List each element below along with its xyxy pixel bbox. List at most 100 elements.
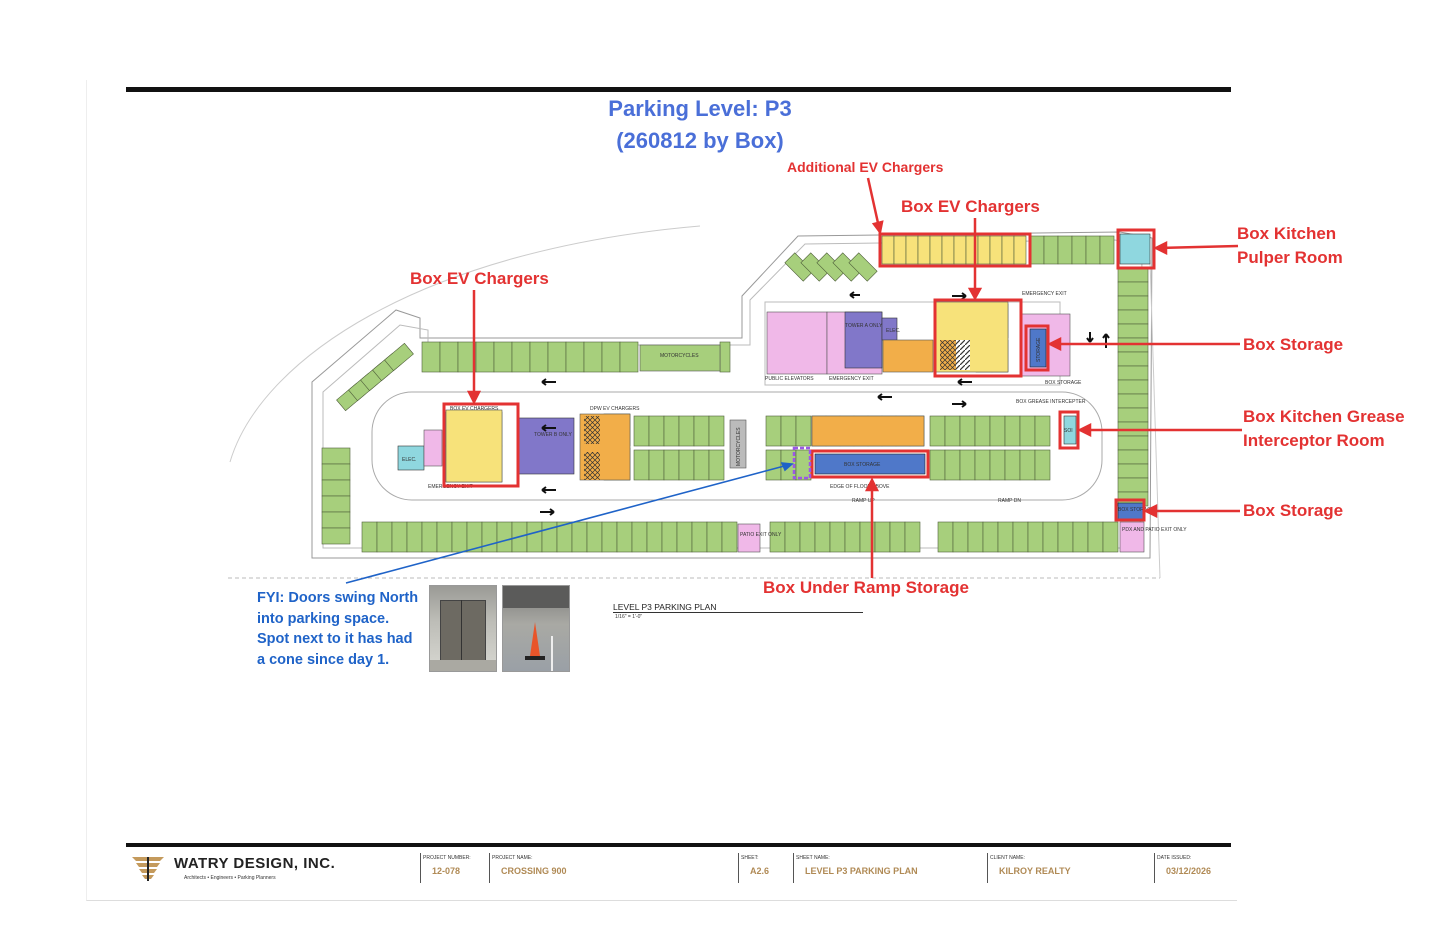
parking-stall xyxy=(601,341,621,373)
parking-stall xyxy=(1057,521,1074,553)
parking-stall xyxy=(937,521,954,553)
label-elec-2: ELEC. xyxy=(402,457,416,463)
client-label: CLIENT NAME: xyxy=(990,855,1025,861)
parking-stall xyxy=(663,449,680,481)
parking-stall xyxy=(646,521,663,553)
label-ramp-dn: RAMP DN xyxy=(998,498,1021,504)
traffic-arrows xyxy=(540,291,1110,516)
date-label: DATE ISSUED: xyxy=(1157,855,1192,861)
page-subtitle: (260812 by Box) xyxy=(616,128,784,153)
parking-stall xyxy=(1034,415,1051,447)
parking-stall xyxy=(784,521,801,553)
parking-stall xyxy=(1034,449,1051,481)
project-name-label: PROJECT NAME: xyxy=(492,855,533,861)
annotation-under-ramp-storage: Box Under Ramp Storage xyxy=(763,578,969,597)
parking-stall xyxy=(944,449,961,481)
parking-stall xyxy=(1117,267,1149,283)
plan-title: LEVEL P3 PARKING PLAN xyxy=(613,602,717,612)
parking-stall xyxy=(941,235,955,265)
parking-stall xyxy=(1087,521,1104,553)
parking-stall xyxy=(321,527,351,545)
tb-divider xyxy=(793,853,794,883)
parking-stall xyxy=(881,235,895,265)
parking-stall xyxy=(967,521,984,553)
parking-stall xyxy=(944,415,961,447)
parking-stall xyxy=(1117,365,1149,381)
annotation-box-ev-chargers-top: Box EV Chargers xyxy=(901,197,1040,216)
tb-divider xyxy=(489,853,490,883)
sheet-number: A2.6 xyxy=(750,866,770,876)
door-location-marker xyxy=(792,446,812,480)
sheet-label: SHEET: xyxy=(741,855,759,861)
callout-arrows xyxy=(466,177,1242,578)
parking-stall xyxy=(493,341,513,373)
parking-stall xyxy=(663,415,680,447)
parking-stall xyxy=(1117,351,1149,367)
parking-stall xyxy=(421,521,438,553)
parking-stall xyxy=(1117,407,1149,423)
parking-stall xyxy=(601,521,618,553)
parking-stall xyxy=(511,341,531,373)
parking-stall xyxy=(321,479,351,497)
parking-stall xyxy=(321,447,351,465)
annotation-box-storage-1: Box Storage xyxy=(1243,335,1344,354)
parking-stall xyxy=(583,341,603,373)
parking-stall xyxy=(1099,235,1115,265)
date-issued: 03/12/2026 xyxy=(1166,866,1212,876)
label-pdx-patio: PDX AND PATIO EXIT ONLY xyxy=(1122,527,1187,533)
parking-stall xyxy=(708,415,725,447)
parking-stall xyxy=(1019,415,1036,447)
project-number-label: PROJECT NUMBER: xyxy=(423,855,471,861)
parking-stall xyxy=(989,449,1006,481)
parking-stall xyxy=(814,521,831,553)
parking-stall xyxy=(974,449,991,481)
project-number: 12-078 xyxy=(432,866,461,876)
parking-stall xyxy=(529,341,549,373)
parking-stall xyxy=(917,235,931,265)
plan-scale: 1/16" = 1'-0" xyxy=(615,614,643,620)
parking-stall xyxy=(848,252,878,282)
parking-stall xyxy=(648,449,665,481)
parking-stall xyxy=(631,521,648,553)
parking-stall xyxy=(1117,295,1149,311)
label-soi: SOI xyxy=(1064,428,1073,434)
parking-stall xyxy=(719,341,731,373)
parking-stall xyxy=(586,521,603,553)
annotation-grease-line2: Interceptor Room xyxy=(1243,431,1385,450)
parking-stall xyxy=(376,521,393,553)
plan-title-rule xyxy=(613,612,863,613)
page-title: Parking Level: P3 xyxy=(608,96,792,121)
annotation-box-ev-chargers-left: Box EV Chargers xyxy=(410,269,549,288)
parking-stall xyxy=(1019,449,1036,481)
parking-stall xyxy=(721,521,738,553)
company-subtitle: Architects • Engineers • Parking Planner… xyxy=(184,875,276,881)
parking-stall xyxy=(633,415,650,447)
parking-stall xyxy=(526,521,543,553)
annotation-box-storage-2: Box Storage xyxy=(1243,501,1344,520)
label-motorcycles-top: MOTORCYCLES xyxy=(660,353,699,359)
parking-stall xyxy=(952,521,969,553)
label-tower-b: TOWER B ONLY xyxy=(534,432,573,438)
label-storage-vertical: STORAGE xyxy=(1036,337,1042,362)
parking-stall xyxy=(571,521,588,553)
parking-stall xyxy=(765,449,782,481)
client-name: KILROY REALTY xyxy=(999,866,1071,876)
parking-stall xyxy=(676,521,693,553)
parking-stall xyxy=(1013,235,1027,265)
parking-stall xyxy=(953,235,967,265)
fyi-line-2: into parking space. xyxy=(257,610,390,627)
parking-stall xyxy=(678,449,695,481)
parking-stall xyxy=(997,521,1014,553)
parking-stall xyxy=(361,521,378,553)
parking-stall xyxy=(439,341,459,373)
parking-stall xyxy=(1102,521,1119,553)
parking-stall xyxy=(974,415,991,447)
parking-stall xyxy=(565,341,585,373)
fyi-line-3: Spot next to it has had xyxy=(257,631,413,647)
drawing-sheet xyxy=(86,80,1237,901)
parking-stall xyxy=(799,521,816,553)
tb-divider xyxy=(738,853,739,883)
parking-stall xyxy=(693,449,710,481)
title-block: WATRY DESIGN, INC. Architects • Engineer… xyxy=(126,843,1231,887)
parking-stall xyxy=(929,235,943,265)
